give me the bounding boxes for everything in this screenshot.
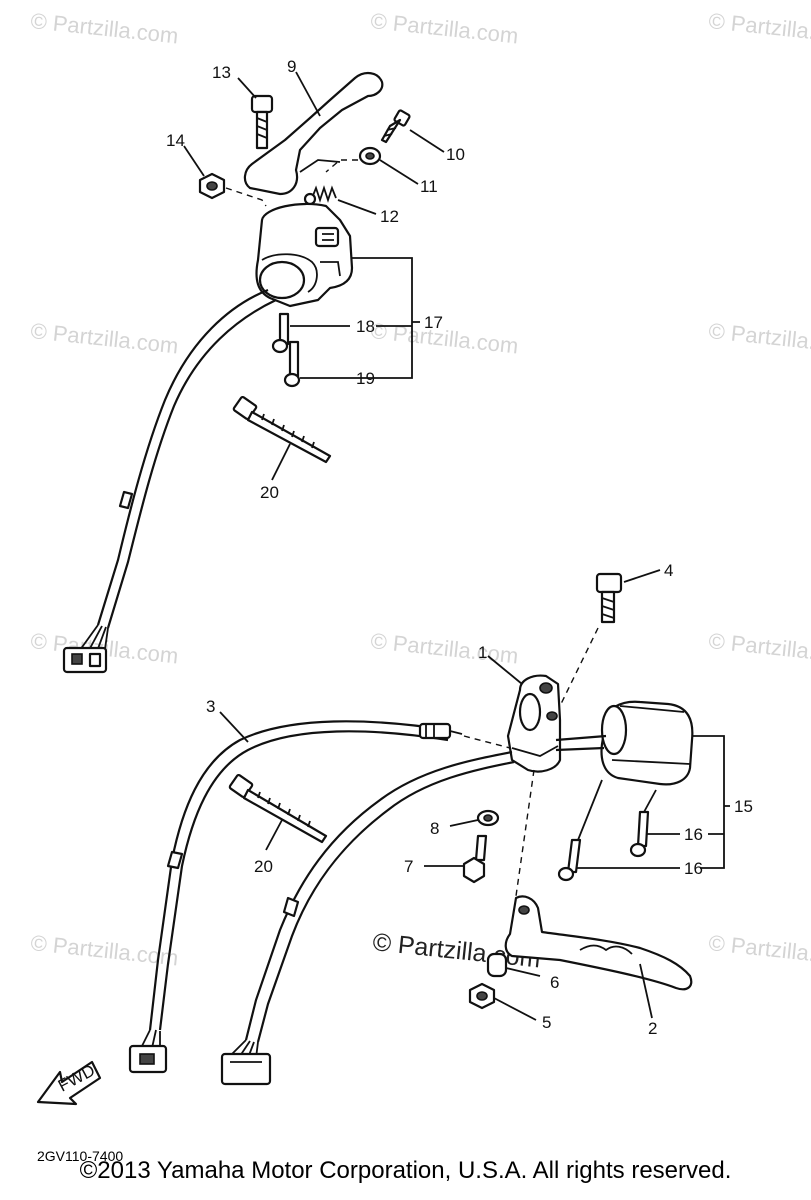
callout-14: 14 <box>166 131 185 150</box>
alignment-line <box>559 627 599 707</box>
watermark: © Partzilla.com <box>29 8 179 48</box>
leader-13 <box>237 77 257 99</box>
right-switch-housing <box>600 700 694 786</box>
screw-16-upper <box>629 810 650 858</box>
leader-11 <box>379 159 419 185</box>
alignment-line <box>325 159 358 173</box>
left-connector <box>62 646 108 674</box>
lower-assembly: FWD <box>36 569 730 1106</box>
leader-17-bracket <box>300 257 420 379</box>
left-harness-cable <box>96 288 269 626</box>
callout-19: 19 <box>356 369 375 388</box>
throttle-cable-end <box>418 722 463 740</box>
callout-2: 2 <box>648 1019 657 1038</box>
bolt-4 <box>595 572 623 624</box>
callout-11: 11 <box>420 177 438 196</box>
callout-15: 15 <box>734 797 753 816</box>
callout-5: 5 <box>542 1013 551 1032</box>
callout-10: 10 <box>446 145 465 164</box>
watermark: © Partzilla.com <box>369 8 519 48</box>
leader-20-lower <box>265 819 283 851</box>
callout-4: 4 <box>664 561 673 580</box>
copyright-notice: ©2013 Yamaha Motor Corporation, U.S.A. A… <box>79 1157 732 1184</box>
bolt-13 <box>250 94 274 150</box>
nut-5 <box>468 982 496 1010</box>
callout-1: 1 <box>478 643 487 662</box>
pin-6 <box>486 952 508 978</box>
callout-16: 16 <box>684 859 703 878</box>
callout-13: 13 <box>212 63 231 82</box>
callout-9: 9 <box>287 57 296 76</box>
cable-tie-upper <box>232 395 332 464</box>
callout-8: 8 <box>430 819 439 838</box>
callout-labels: 13 9 14 10 11 12 17 18 19 20 4 1 3 15 16… <box>166 57 753 1038</box>
leader-10 <box>409 129 445 153</box>
alignment-line <box>225 187 267 207</box>
callout-7: 7 <box>404 857 413 876</box>
upper-assembly <box>62 71 445 674</box>
leader-8 <box>449 819 479 827</box>
clutch-lever <box>243 72 384 196</box>
leader-15-bracket <box>692 735 730 869</box>
callout-20: 20 <box>260 483 279 502</box>
leader-2 <box>639 963 653 1019</box>
throttle-connector <box>128 1044 168 1074</box>
watermark: © Partzilla.com <box>707 8 811 48</box>
leader-4 <box>623 569 661 583</box>
leader-6 <box>505 967 541 977</box>
screw-18 <box>271 312 290 354</box>
leader-3 <box>219 711 249 743</box>
right-connector <box>220 1052 272 1086</box>
leader-14 <box>183 145 205 177</box>
leader-12 <box>337 199 377 215</box>
diagram-code: 2GV110-7400 <box>37 1148 124 1164</box>
collar-11 <box>358 146 382 166</box>
watermark: © Partzilla.com <box>369 318 519 358</box>
callout-3: 3 <box>206 697 215 716</box>
spring-12 <box>303 185 337 206</box>
callout-17: 17 <box>424 313 443 332</box>
callout-18: 18 <box>356 317 375 336</box>
screw-10 <box>380 109 411 144</box>
fwd-arrow: FWD <box>36 1061 102 1106</box>
callout-12: 12 <box>380 207 399 226</box>
left-switch-housing <box>255 202 354 308</box>
watermark: © Partzilla.com <box>707 930 811 970</box>
cable-tie-lower <box>228 773 328 844</box>
leader-5 <box>493 997 537 1021</box>
throttle-cable <box>148 720 449 1031</box>
brake-lever <box>504 895 693 991</box>
leader-1 <box>487 655 523 685</box>
washer-8 <box>476 809 500 827</box>
callout-20: 20 <box>254 857 273 876</box>
nut-14 <box>198 172 226 200</box>
bolt-7 <box>462 834 488 884</box>
callout-16: 16 <box>684 825 703 844</box>
watermark: © Partzilla.com <box>707 318 811 358</box>
leader-9 <box>295 71 321 117</box>
watermark: © Partzilla.com <box>707 628 811 668</box>
watermark: © Partzilla.com <box>29 318 179 358</box>
screw-16-lower <box>557 838 582 882</box>
screw-19 <box>283 340 301 388</box>
leader-20 <box>271 443 291 481</box>
callout-6: 6 <box>550 973 559 992</box>
lever-bracket <box>506 674 562 773</box>
